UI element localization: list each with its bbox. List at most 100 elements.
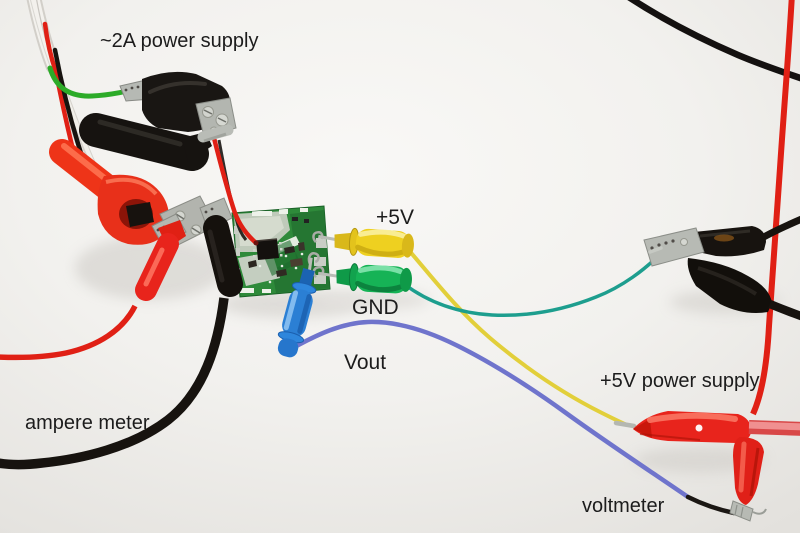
pcb-pad: [234, 248, 240, 256]
jaw-tooth: [210, 207, 214, 211]
pcb-pad-vout: [314, 257, 326, 266]
jaw-tooth: [124, 88, 128, 92]
pcb-silkscreen: [262, 289, 271, 293]
hook-shank: [318, 234, 337, 242]
clip-body: [203, 215, 243, 297]
clip-jaw: [643, 227, 705, 267]
screw-slot: [203, 109, 213, 115]
black-plug-boot: [79, 113, 234, 171]
annotation-labels: ~2A power supply +5V GND Vout ampere met…: [25, 30, 760, 517]
black-alligator-clip-left: [199, 197, 243, 297]
shadow: [635, 447, 765, 473]
yellow-wire-pin: [613, 420, 637, 429]
jaw-tooth: [671, 239, 675, 243]
red-plug-boot: [49, 139, 169, 245]
clip-highlight: [699, 229, 751, 238]
label-plus-5v: +5V: [376, 206, 414, 229]
pcb-silkscreen: [279, 209, 288, 214]
pin-hook-wire: [752, 508, 767, 515]
barrel-end: [399, 267, 412, 292]
ic-leg: [280, 248, 283, 251]
violet-wire-to-voltmeter: [289, 319, 690, 499]
label-vout: Vout: [344, 351, 386, 374]
solder-joint: [253, 240, 259, 246]
thick-red-cable-highlight: [748, 421, 800, 431]
clip-body: [135, 233, 179, 301]
pcb-board: [231, 205, 331, 298]
pcb-dot: [280, 264, 284, 268]
hook-barrel: [282, 289, 313, 337]
screw-slot: [191, 227, 201, 234]
clip-shade: [749, 447, 760, 497]
barrel-shade: [297, 294, 312, 334]
metal-pin: [729, 500, 754, 522]
clip-highlight: [148, 81, 207, 94]
banana-plug-tip: [197, 124, 234, 143]
hook-shank: [317, 271, 339, 278]
ic-leg: [253, 255, 256, 258]
pcb-component: [284, 246, 295, 254]
pin-ridges: [734, 504, 744, 518]
label-plus-5v-power-supply: +5V power supply: [600, 370, 760, 392]
clip-highlight: [647, 412, 738, 423]
barrel-highlight: [358, 229, 408, 239]
jaw-seam: [639, 433, 701, 441]
red-jumper-wire: [210, 131, 258, 245]
pcb-dot: [284, 254, 288, 258]
pcb-details: [234, 208, 330, 293]
jaw-tooth: [136, 85, 140, 89]
pcb-pad-5v: [316, 238, 327, 248]
pcb-pad-gnd: [314, 275, 326, 284]
pcb-pad: [234, 226, 240, 234]
jaw-screw: [680, 238, 688, 246]
black-cable-to-ampere-meter: [0, 297, 229, 470]
ic-leg: [280, 254, 283, 257]
yellow-probe-wire: [404, 245, 628, 427]
yellow-test-hook: [312, 227, 414, 258]
bell-highlight: [105, 177, 158, 196]
pcb-dot: [294, 266, 298, 270]
green-test-hook: [312, 263, 412, 294]
pcb-component: [290, 258, 303, 267]
clip-highlight: [738, 441, 747, 493]
ic-leg: [279, 242, 282, 245]
blue-test-hook: [277, 252, 320, 358]
clip-highlight: [697, 266, 758, 296]
clip-glint: [714, 234, 734, 242]
red-alligator-clip-left: [135, 213, 187, 301]
pcb-component: [292, 217, 298, 221]
jaw-tooth: [130, 86, 134, 90]
clip-jaw-shade: [633, 419, 652, 438]
screw-slot: [217, 117, 227, 123]
screw-slot: [175, 213, 185, 220]
hook-butt: [277, 338, 299, 358]
pcb-dot: [258, 264, 262, 268]
jaw-tooth: [650, 246, 654, 250]
barrel-shade: [355, 280, 407, 293]
pcb-silkscreen: [252, 211, 272, 216]
red-wire-to-ampere-meter: [0, 304, 138, 361]
ic-chip-glint: [255, 238, 278, 242]
pcb-component: [248, 260, 257, 268]
clip-cable-upper: [760, 215, 800, 242]
cable-streak: [29, 0, 51, 67]
label-gnd: GND: [352, 296, 399, 319]
barrel-end: [401, 233, 414, 258]
jaw-tooth: [664, 241, 668, 245]
clip-highlight: [207, 229, 225, 283]
barrel-highlight: [357, 265, 403, 275]
red-alligator-clips-bottom-right: [613, 411, 800, 522]
boot-highlight: [97, 119, 183, 147]
hook-neck: [336, 268, 353, 287]
banana-plug-shade: [203, 132, 227, 143]
shadow: [320, 290, 430, 310]
teal-probe-wire: [402, 250, 664, 318]
pcb-silkscreen: [240, 288, 254, 293]
pcb-dot: [300, 252, 304, 256]
label-ampere-meter: ampere meter: [25, 412, 150, 434]
bell-opening-insert: [126, 202, 154, 227]
clip-glint: [695, 424, 703, 432]
teal-wire-ferrule: [648, 246, 663, 254]
